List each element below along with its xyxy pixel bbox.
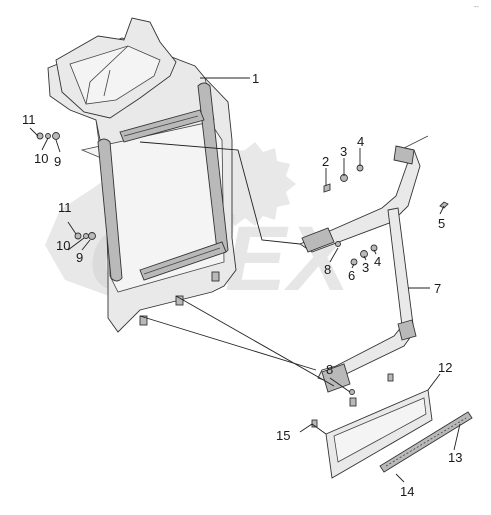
support-bracket <box>299 135 429 393</box>
callout-8a: 8 <box>324 262 331 277</box>
callout-15: 15 <box>276 428 290 443</box>
callout-10a: 10 <box>34 151 48 166</box>
callout-7: 7 <box>434 281 441 296</box>
callout-3b: 3 <box>362 260 369 275</box>
callout-10b: 10 <box>56 238 70 253</box>
callout-9a: 9 <box>54 154 61 169</box>
callout-13: 13 <box>448 450 462 465</box>
assembly-lines <box>139 141 335 435</box>
callout-11b: 11 <box>58 200 72 215</box>
callout-6: 6 <box>348 268 355 283</box>
callout-14: 14 <box>400 484 414 499</box>
mount-tab <box>175 295 184 306</box>
fasteners <box>36 132 449 428</box>
callout-8b: 8 <box>326 362 333 377</box>
callout-2: 2 <box>322 154 329 169</box>
callout-labels: 1 2 3 4 5 6 3 4 7 8 8 11 10 9 11 10 9 12… <box>22 71 462 499</box>
callout-12: 12 <box>438 360 452 375</box>
callout-5: 5 <box>438 216 445 231</box>
fender-top-cap <box>55 17 177 119</box>
mount-tab <box>211 271 220 282</box>
callout-11a: 11 <box>22 112 36 127</box>
callout-3a: 3 <box>340 144 347 159</box>
mount-tab <box>139 315 148 326</box>
callout-9b: 9 <box>76 250 83 265</box>
callout-4b: 4 <box>374 254 381 269</box>
corner-mark: -- <box>474 4 479 11</box>
leader-lines <box>29 77 461 483</box>
mud-flap <box>325 389 473 479</box>
callout-4a: 4 <box>357 134 364 149</box>
callout-1: 1 <box>252 71 259 86</box>
